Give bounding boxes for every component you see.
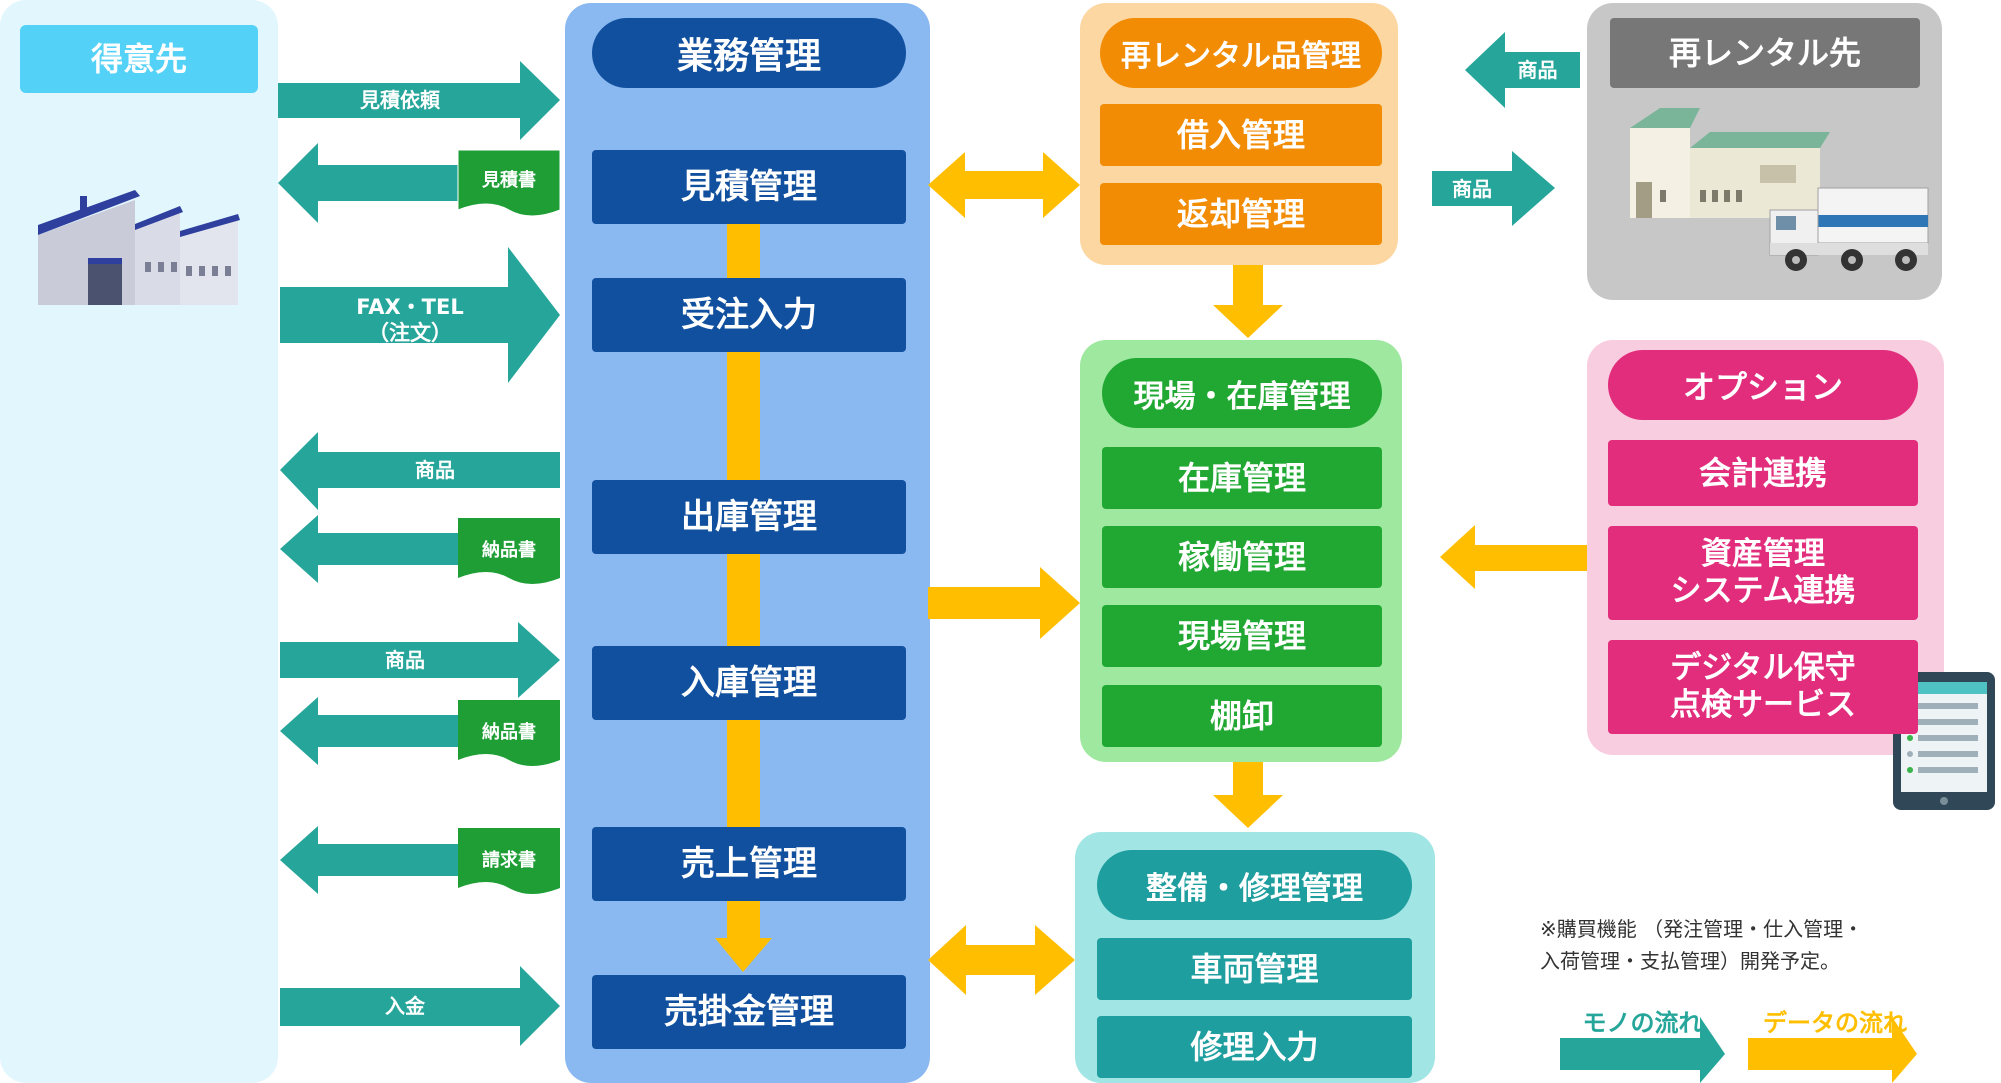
goods-in-arrow [280, 622, 560, 698]
invoice-doc-shape [458, 828, 560, 894]
estimate-doc-arrow [278, 143, 460, 223]
rental-dest-title: 再レンタル先 [1610, 18, 1920, 88]
rental-mgmt-item-borrow: 借入管理 [1100, 104, 1382, 166]
field-to-maint-arrow [1213, 762, 1283, 828]
option-item-asset-system: 資産管理 システム連携 [1608, 526, 1918, 620]
option-title: オプション [1608, 350, 1918, 420]
rental-to-field-arrow [1213, 265, 1283, 338]
legend-data-label: データの流れ [1763, 1009, 1907, 1037]
rental-mgmt-item-return: 返却管理 [1100, 183, 1382, 245]
payment-label: 入金 [385, 994, 425, 1018]
customer-title: 得意先 [20, 25, 258, 93]
business-step-order: 受注入力 [592, 278, 906, 352]
customer-panel [0, 0, 278, 1083]
order-arrow [280, 247, 560, 383]
maintenance-title: 整備・修理管理 [1097, 850, 1412, 920]
option-item-digital-maintenance: デジタル保守 点検サービス [1608, 640, 1918, 734]
business-to-field-arrow [928, 567, 1080, 639]
rental-mgmt-title: 再レンタル品管理 [1100, 18, 1382, 88]
delivery-doc-1-shape [458, 518, 560, 584]
business-step-shipping: 出庫管理 [592, 480, 906, 554]
dest-goods-in-arrow [1465, 32, 1580, 108]
business-step-sales: 売上管理 [592, 827, 906, 901]
delivery-doc-2-shape [458, 700, 560, 766]
field-item-inventory: 棚卸 [1102, 685, 1382, 747]
maint-business-double-arrow [928, 925, 1075, 995]
legend-goods-label: モノの流れ [1582, 1009, 1703, 1037]
option-to-field-arrow [1440, 525, 1587, 589]
purchase-note: ※購買機能 （発注管理・仕入管理・ 入荷管理・支払管理）開発予定。 [1540, 917, 1864, 973]
goods-out-label: 商品 [415, 458, 455, 482]
dest-goods-out-arrow [1432, 151, 1555, 226]
delivery-doc-2-label: 納品書 [482, 722, 536, 743]
field-item-stock: 在庫管理 [1102, 447, 1382, 509]
warehouse-truck-icon [1630, 108, 1929, 271]
delivery-doc-2-arrow [280, 697, 460, 765]
maintenance-item-vehicle: 車両管理 [1097, 938, 1412, 1000]
field-item-operation: 稼働管理 [1102, 526, 1382, 588]
business-step-receiving: 入庫管理 [592, 646, 906, 720]
dest-goods-in-label: 商品 [1517, 58, 1558, 82]
business-step-estimate: 見積管理 [592, 150, 906, 224]
delivery-doc-1-arrow [280, 515, 460, 583]
field-item-site: 現場管理 [1102, 605, 1382, 667]
legend-data-arrow [1748, 1017, 1917, 1083]
maintenance-item-repair: 修理入力 [1097, 1016, 1412, 1078]
payment-arrow [280, 966, 560, 1046]
estimate-doc-shape [457, 149, 561, 217]
option-item-accounting: 会計連携 [1608, 440, 1918, 506]
estimate-request-label: 見積依頼 [360, 88, 440, 112]
estimate-doc-label: 見積書 [482, 170, 536, 191]
goods-out-arrow [280, 432, 560, 510]
business-title: 業務管理 [592, 18, 906, 88]
business-flow-arrowhead [715, 938, 772, 972]
business-step-receivables: 売掛金管理 [592, 975, 906, 1049]
goods-in-label: 商品 [385, 648, 425, 672]
dest-goods-out-label: 商品 [1452, 177, 1492, 201]
legend-goods-arrow [1560, 1017, 1725, 1083]
estimate-rental-double-arrow [928, 152, 1080, 218]
estimate-request-arrow [278, 61, 560, 140]
order-label: FAX・TEL （注文） [356, 295, 464, 346]
invoice-doc-arrow [280, 826, 460, 894]
invoice-doc-label: 請求書 [482, 850, 536, 871]
field-stock-title: 現場・在庫管理 [1102, 358, 1382, 428]
factory-icon [38, 190, 240, 305]
delivery-doc-1-label: 納品書 [482, 540, 536, 561]
